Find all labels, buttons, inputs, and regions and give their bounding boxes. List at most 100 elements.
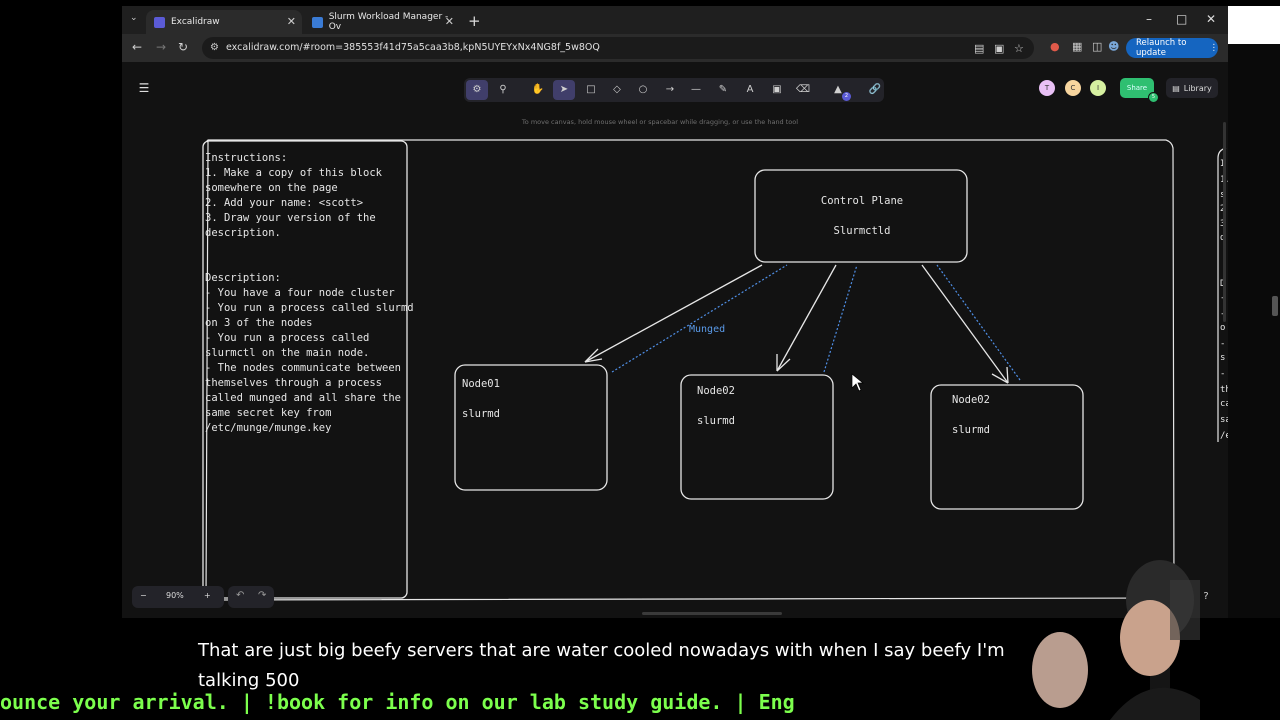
reload-icon[interactable]: ↻ xyxy=(178,40,189,54)
sidepanel-icon[interactable]: ◫ xyxy=(1092,40,1103,53)
webcam-overlay xyxy=(1032,560,1200,720)
canvas-hint: To move canvas, hold mouse wheel or spac… xyxy=(521,118,799,126)
background-scrollbar[interactable] xyxy=(1272,296,1278,316)
help-icon[interactable]: ? xyxy=(1203,591,1209,602)
tab-excalidraw[interactable]: Excalidraw ✕ xyxy=(146,10,302,34)
top-edge xyxy=(0,0,1280,6)
bookmark-star-icon[interactable]: ☆ xyxy=(1014,42,1024,55)
right-panel-fragment: 3 xyxy=(1220,219,1225,229)
right-panel-fragment: th xyxy=(1220,385,1228,395)
instruction-line: 1. Make a copy of this block xyxy=(205,167,383,179)
rectangle-tool-icon[interactable]: □ xyxy=(586,84,596,95)
close-window-icon[interactable]: ✕ xyxy=(1206,12,1217,26)
minimize-icon[interactable]: – xyxy=(1146,12,1152,26)
excalidraw-icon xyxy=(154,16,165,28)
ellipse-tool-icon[interactable]: ○ xyxy=(638,84,648,95)
control-plane-box[interactable] xyxy=(754,169,968,263)
munged-link-node01 xyxy=(611,264,788,373)
undo-icon[interactable]: ↶ xyxy=(236,590,245,601)
more-menu-icon: ⋮ xyxy=(1209,43,1219,53)
site-info-icon[interactable]: ⚙ xyxy=(210,42,219,53)
main-menu-hamburger-icon[interactable]: ☰ xyxy=(138,81,150,95)
selection-tool-icon[interactable]: ➤ xyxy=(553,80,575,100)
tab-title: Slurm Workload Manager - Ov xyxy=(328,12,449,32)
line-tool-icon[interactable]: — xyxy=(691,84,701,95)
collaborator-avatar-c[interactable]: C xyxy=(1065,80,1081,96)
tab-title: Excalidraw xyxy=(171,17,220,27)
collaborator-avatar-t[interactable]: T xyxy=(1039,80,1055,96)
vertical-scrollbar[interactable] xyxy=(1223,122,1226,322)
right-panel-fragment: - xyxy=(1220,339,1225,349)
url-text: excalidraw.com/#room=385553f41d75a5caa3b… xyxy=(226,42,600,53)
more-tools-icon[interactable]: ▲ xyxy=(834,84,842,95)
instructions-box[interactable] xyxy=(202,140,408,599)
node02-box[interactable] xyxy=(680,374,834,500)
node03-box[interactable] xyxy=(930,384,1084,510)
arrowhead-node02 xyxy=(776,354,791,372)
munged-links[interactable] xyxy=(611,264,1021,381)
diamond-tool-icon[interactable]: ◇ xyxy=(613,84,621,95)
background-window-edge xyxy=(1228,6,1280,618)
library-book-icon: ▤ xyxy=(1172,83,1180,93)
right-panel-fragment: s xyxy=(1220,190,1225,200)
instructions-text[interactable]: Instructions:1. Make a copy of this bloc… xyxy=(205,152,414,434)
hand-tool-icon[interactable]: ✋ xyxy=(531,84,545,95)
library-button[interactable]: ▤ Library xyxy=(1166,78,1218,98)
close-tab-icon[interactable]: ✕ xyxy=(286,15,296,28)
control-plane-title: Control Plane xyxy=(821,195,903,207)
instruction-line: - You run a process called xyxy=(205,332,369,344)
lock-icon[interactable]: ⚲ xyxy=(499,84,507,95)
stream-caption: That are just big beefy servers that are… xyxy=(198,636,1058,696)
zoom-out-icon[interactable]: − xyxy=(140,591,147,600)
node01-box[interactable] xyxy=(454,364,608,491)
right-panel-fragment: ca xyxy=(1220,399,1228,409)
extension-icon[interactable]: ● xyxy=(1050,40,1060,53)
streamer-shirt xyxy=(1110,687,1200,720)
forward-arrow-icon[interactable]: → xyxy=(156,40,167,54)
collaborator-avatar-i[interactable]: I xyxy=(1090,80,1106,96)
text-tool-icon[interactable]: A xyxy=(746,84,754,95)
profile-avatar-icon[interactable]: ☻ xyxy=(1108,40,1120,53)
share-button[interactable]: Share xyxy=(1120,78,1154,98)
maximize-icon[interactable]: □ xyxy=(1176,12,1188,26)
browser-toolbar: ← → ↻ ⚙ excalidraw.com/#room=385553f41d7… xyxy=(122,34,1228,62)
pencil-tool-icon[interactable]: ✎ xyxy=(718,84,728,95)
tab-search-chevron-icon[interactable]: ⌄ xyxy=(130,13,138,23)
zoom-level[interactable]: 90% xyxy=(166,591,184,600)
instruction-line: 3. Draw your version of the xyxy=(205,212,376,224)
right-panel-fragment: - xyxy=(1220,369,1225,379)
slurm-icon xyxy=(312,16,323,28)
eraser-tool-icon[interactable]: ⌫ xyxy=(795,84,811,95)
instruction-line: themselves through a process xyxy=(205,377,382,389)
munged-label[interactable]: Munged xyxy=(689,324,725,335)
close-tab-icon[interactable]: ✕ xyxy=(444,15,454,28)
arrow-tool-icon[interactable]: → xyxy=(665,84,675,95)
extensions-puzzle-icon[interactable]: ▦ xyxy=(1072,40,1083,53)
redo-icon[interactable]: ↷ xyxy=(258,590,267,601)
zoom-in-icon[interactable]: + xyxy=(204,591,211,600)
laser-link-icon[interactable]: 🔗 xyxy=(868,84,882,95)
tab-slurm[interactable]: Slurm Workload Manager - Ov ✕ xyxy=(304,10,460,34)
right-panel-fragment: 2 xyxy=(1220,204,1225,214)
image-tool-icon[interactable]: ▣ xyxy=(772,84,782,95)
right-panel-fragment: d xyxy=(1220,233,1225,243)
munged-link-node02 xyxy=(823,264,858,373)
install-app-icon[interactable]: ▤ xyxy=(974,42,985,55)
share-count-badge: 5 xyxy=(1148,92,1159,103)
horizontal-scrollbar[interactable] xyxy=(642,612,782,615)
background-window-dark xyxy=(1228,44,1280,618)
excalidraw-canvas-area[interactable]: Instructions:1. Make a copy of this bloc… xyxy=(122,62,1228,618)
streamer-face xyxy=(1120,600,1180,676)
page-icon[interactable]: ▣ xyxy=(994,42,1005,55)
library-label: Library xyxy=(1183,83,1212,93)
keep-tool-active-icon[interactable]: ⚙ xyxy=(466,80,488,100)
caption-line-1: That are just big beefy servers that are… xyxy=(198,640,1005,661)
back-arrow-icon[interactable]: ← xyxy=(132,40,143,54)
connection-arrows[interactable] xyxy=(584,264,1009,384)
whiteboard-canvas[interactable]: Instructions:1. Make a copy of this bloc… xyxy=(122,62,1228,618)
address-bar[interactable]: ⚙ excalidraw.com/#room=385553f41d75a5caa… xyxy=(202,37,1034,59)
relaunch-button[interactable]: Relaunch to update ⋮ xyxy=(1126,38,1218,58)
node02-name: Node02 xyxy=(697,385,735,397)
instruction-line: slurmctl on the main node. xyxy=(205,347,369,359)
new-tab-plus-icon[interactable]: + xyxy=(468,12,481,30)
